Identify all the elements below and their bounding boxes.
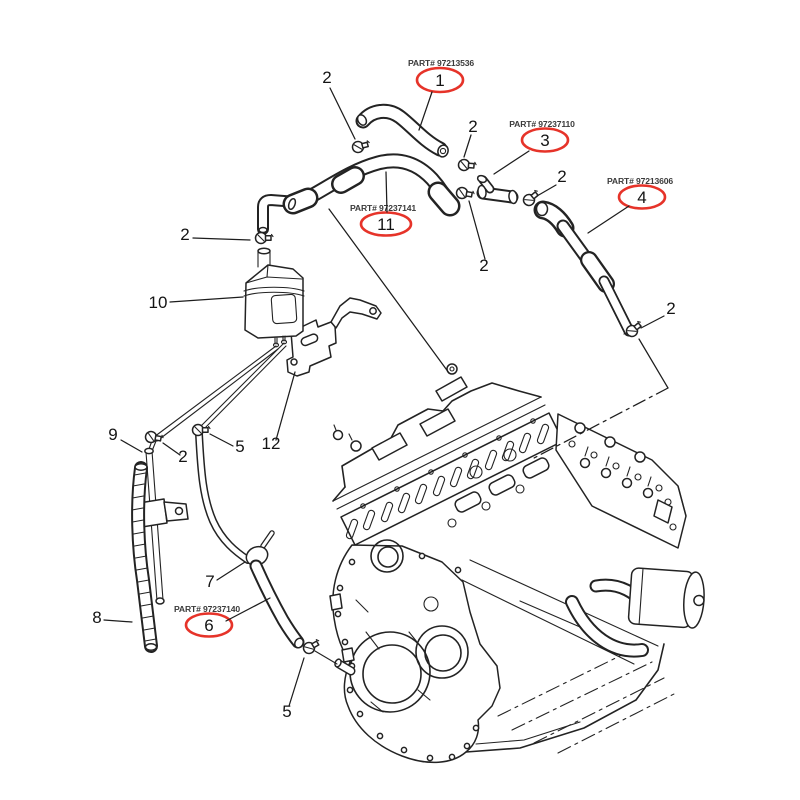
hose-clamp-icon [350, 137, 372, 155]
part-ref-label: 8 [92, 608, 101, 627]
oil-pan [465, 643, 675, 754]
highlight-ellipse [359, 211, 413, 237]
callout-2-a: 2 [322, 68, 356, 140]
part-ref-label: 10 [149, 293, 168, 312]
part-ref-label: 2 [178, 447, 187, 466]
hose-clamp-icon [454, 185, 476, 202]
hose-1 [355, 103, 449, 158]
part-ref-label: 7 [205, 572, 214, 591]
highlight-ellipse [184, 612, 234, 638]
part-ref-label: 6 [204, 616, 213, 635]
callout-5-a: 5 [209, 433, 245, 456]
part-number-label: PART# 97237141 [350, 203, 416, 213]
part-ref-label: 2 [666, 299, 675, 318]
dipstick-tube [138, 447, 189, 605]
callout-2-g: 2 [162, 442, 188, 466]
reservoir-tank [243, 247, 305, 348]
lower-hose [249, 559, 356, 676]
part-ref-label: 11 [377, 215, 395, 234]
part-ref-label: 2 [557, 167, 566, 186]
part-ref-label: 3 [540, 131, 549, 150]
callout-2-b: 2 [463, 117, 478, 158]
callout-4: PART# 97213606 4 [587, 176, 674, 234]
hose-4 [533, 200, 635, 337]
part-number-label: PART# 97237140 [174, 604, 240, 614]
callout-1: PART# 97213536 1 [408, 58, 475, 131]
t-fitting [476, 174, 519, 205]
part-ref-label: 4 [637, 188, 646, 207]
alignment-lines [328, 208, 669, 459]
callout-2-c: 2 [536, 167, 567, 197]
callout-2-d: 2 [468, 200, 489, 275]
hose-11 [282, 153, 461, 217]
part-ref-label: 5 [235, 437, 244, 456]
small-hose-lines [148, 342, 287, 452]
right-cylinder-head [555, 413, 687, 549]
part-ref-label: 2 [322, 68, 331, 87]
part-number-label: PART# 97213536 [408, 58, 474, 68]
part-ref-label: 1 [435, 71, 444, 90]
highlight-ellipse [520, 127, 570, 153]
engine-top-cover [332, 363, 542, 502]
part-ref-label: 2 [180, 225, 189, 244]
part-number-label: PART# 97237110 [509, 119, 575, 129]
callout-7: 7 [205, 561, 246, 591]
callout-9: 9 [108, 425, 143, 453]
callout-6: PART# 97237140 6 [174, 597, 271, 638]
part-ref-label: 9 [108, 425, 117, 444]
hose-clamp-icon [457, 158, 478, 173]
part-ref-label: 12 [262, 434, 281, 453]
callout-11: PART# 97237141 11 [350, 171, 417, 237]
corrugated-hose [131, 461, 158, 653]
highlight-ellipse [617, 184, 667, 210]
callout-10: 10 [149, 293, 244, 312]
callout-2-e: 2 [640, 299, 676, 329]
callout-12: 12 [262, 371, 296, 453]
callout-3: PART# 97237110 3 [493, 119, 575, 175]
engine-block [329, 363, 705, 764]
callout-2-f: 2 [180, 225, 251, 244]
part-ref-label: 5 [282, 702, 291, 721]
oil-filter [565, 567, 705, 658]
timing-cover [329, 539, 501, 764]
part-ref-label: 2 [468, 117, 477, 136]
hose-clamp-icon [254, 231, 274, 245]
oil-drain-pipe [195, 430, 275, 567]
engine-center-face [447, 448, 550, 528]
hose-clamp-icon [143, 429, 165, 446]
part-number-label: PART# 97213606 [607, 176, 673, 186]
callout-5-b: 5 [282, 657, 305, 721]
highlight-ellipse [415, 66, 465, 94]
part-ref-label: 2 [479, 256, 488, 275]
callout-8: 8 [92, 608, 133, 627]
